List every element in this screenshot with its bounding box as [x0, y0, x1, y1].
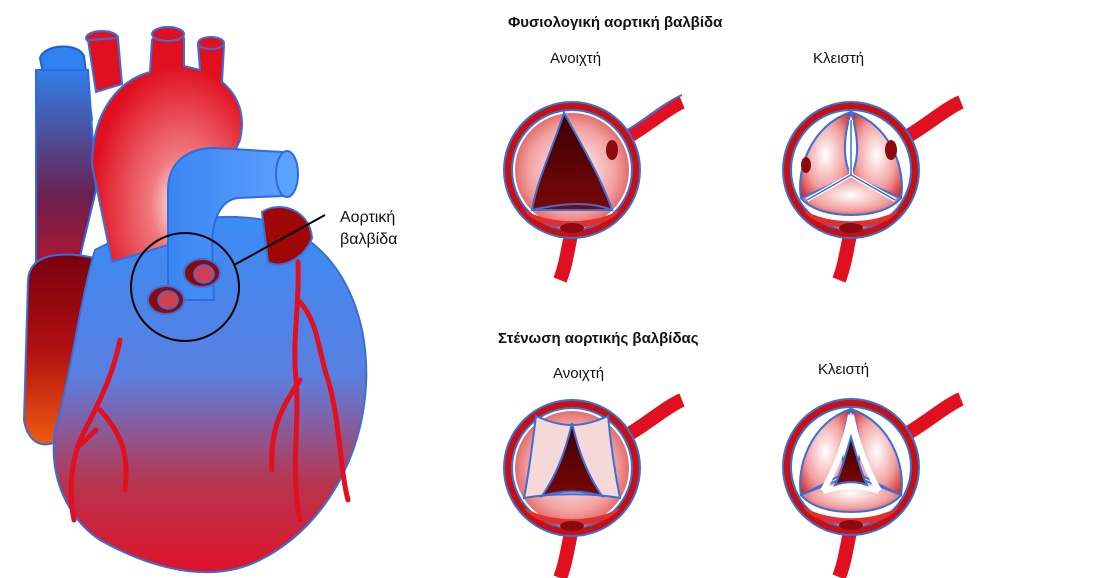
callout-label-line1: Αορτική	[340, 209, 395, 226]
pulmonary-valve-opening-inner	[158, 291, 178, 309]
aortic-valve-opening-inner	[194, 265, 214, 283]
stenosis-closed-label: Κλειστή	[818, 361, 869, 378]
aorta-branch-3	[198, 37, 224, 49]
valve-stenosis-open	[504, 400, 682, 578]
stenosis-open-label: Ανοιχτή	[553, 365, 604, 382]
heart-illustration: Αορτική βαλβίδα	[24, 27, 397, 572]
aorta-branch-1-trunk	[88, 38, 122, 92]
callout-label-line2: βαλβίδα	[340, 231, 397, 248]
pulmonary-artery-opening	[276, 151, 298, 197]
aorta-branch-2	[152, 27, 184, 41]
stenosis-heading: Στένωση αορτικής βαλβίδας	[498, 330, 699, 347]
valve-stenosis-closed	[783, 399, 961, 577]
normal-closed-label: Κλειστή	[813, 50, 864, 67]
valve-normal-open	[504, 95, 682, 280]
normal-valve-heading: Φυσιολογική αορτική βαλβίδα	[508, 14, 723, 31]
valve-normal-closed	[783, 102, 961, 280]
normal-open-label: Ανοιχτή	[550, 50, 601, 67]
